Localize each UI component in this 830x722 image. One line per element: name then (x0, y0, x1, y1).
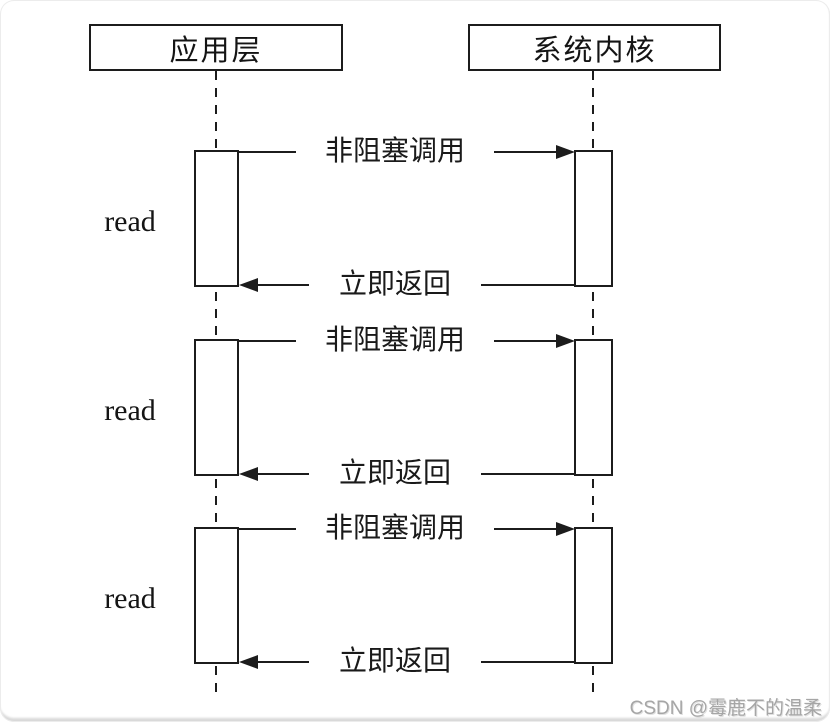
read-cycle-2: read 非阻塞调用 立即返回 (0, 326, 830, 489)
operation-label: read (104, 394, 156, 427)
operation-label: read (104, 205, 156, 238)
arrowhead-right-icon (556, 334, 575, 348)
read-cycle-3: read 非阻塞调用 立即返回 (0, 514, 830, 677)
read-cycle-1: read 非阻塞调用 立即返回 (0, 137, 830, 300)
activation-bar-kernel (574, 150, 613, 287)
call-arrow-label: 非阻塞调用 (296, 326, 494, 356)
arrowhead-left-icon (239, 467, 258, 481)
arrowhead-right-icon (556, 522, 575, 536)
return-arrow-label: 立即返回 (309, 270, 481, 300)
return-arrow-label: 立即返回 (309, 459, 481, 489)
activation-bar-application (194, 527, 239, 664)
activation-bar-application (194, 339, 239, 476)
actor-box-system-kernel: 系统内核 (468, 24, 721, 71)
call-arrow-label: 非阻塞调用 (296, 137, 494, 167)
actor-label: 应用层 (169, 34, 263, 67)
activation-bar-kernel (574, 339, 613, 476)
activation-bar-kernel (574, 527, 613, 664)
activation-bar-application (194, 150, 239, 287)
call-arrow-label: 非阻塞调用 (296, 514, 494, 544)
operation-label: read (104, 582, 156, 615)
return-arrow-label: 立即返回 (309, 647, 481, 677)
arrowhead-left-icon (239, 278, 258, 292)
arrowhead-left-icon (239, 655, 258, 669)
arrowhead-right-icon (556, 145, 575, 159)
actor-label: 系统内核 (532, 34, 657, 67)
csdn-watermark: CSDN @霉鹿不的温柔 (629, 698, 822, 719)
actor-box-application-layer: 应用层 (89, 24, 343, 71)
